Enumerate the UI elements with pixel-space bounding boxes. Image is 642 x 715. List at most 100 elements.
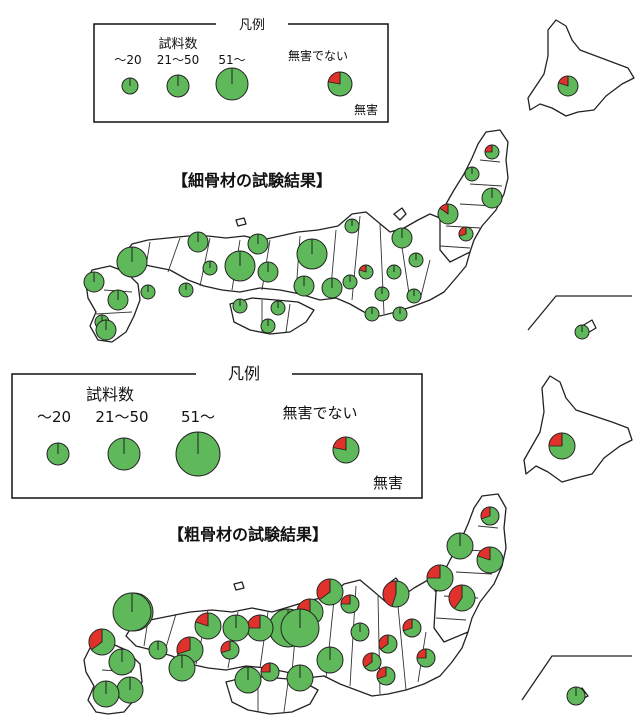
fine-size-class-medium: 21〜50 bbox=[157, 53, 200, 67]
lower-pie-kyushu-3 bbox=[108, 648, 136, 676]
upper-pie-chugoku-3 bbox=[296, 238, 328, 270]
fine-not-harmless-label: 無害でない bbox=[288, 48, 348, 63]
fine-okinawa-inset-frame bbox=[527, 295, 632, 331]
upper-pie-kansai-1 bbox=[321, 277, 343, 299]
coarse-legend-pie-small bbox=[46, 442, 70, 466]
upper-pie-tohoku-4 bbox=[437, 203, 459, 225]
coarse-size-class-small: 〜20 bbox=[37, 408, 71, 426]
fine-legend-pie-large bbox=[215, 67, 249, 101]
lower-pie-tohoku-1 bbox=[480, 506, 500, 526]
fine-size-class-small: 〜20 bbox=[114, 53, 141, 67]
fine-aggregate-panel: 凡例 試料数 〜20 21〜50 51〜 無害でない 無害 【細骨材の試験結果】 bbox=[83, 16, 635, 343]
lower-pie-okinawa bbox=[566, 686, 586, 706]
upper-pie-kanto-4 bbox=[406, 288, 422, 304]
upper-pie-shikoku-3 bbox=[178, 282, 194, 298]
lower-pie-shikoku-2 bbox=[286, 664, 314, 692]
upper-pie-hokkaido bbox=[557, 75, 579, 97]
lower-pie-chubu-1 bbox=[316, 578, 344, 606]
lower-pie-tohoku-3 bbox=[446, 532, 474, 560]
lower-pie-kanto-1-not-harmless-slice bbox=[382, 580, 397, 607]
lower-pie-kanto-3 bbox=[378, 634, 398, 654]
upper-pie-chugoku-5 bbox=[247, 233, 269, 255]
lower-pie-kyushu-4 bbox=[116, 676, 144, 704]
lower-pie-shikoku-1 bbox=[260, 662, 280, 682]
upper-pie-tohoku-5 bbox=[458, 226, 474, 242]
upper-pie-kyushu-1 bbox=[83, 271, 105, 293]
lower-pie-kanto-4 bbox=[416, 648, 436, 668]
lower-pie-chugoku-2 bbox=[194, 612, 222, 640]
lower-pie-tohoku-5-not-harmless-slice bbox=[448, 584, 463, 610]
lower-pie-chubu-1-not-harmless-slice bbox=[316, 578, 331, 601]
upper-pie-chugoku-1 bbox=[224, 250, 256, 282]
coarse-size-class-medium: 21〜50 bbox=[95, 408, 148, 426]
upper-pie-chubu-5 bbox=[364, 306, 380, 322]
lower-pie-kanto-2 bbox=[402, 618, 422, 638]
lower-pie-tohoku-4-not-harmless-slice bbox=[426, 564, 441, 579]
lower-pie-tohoku-4 bbox=[426, 564, 454, 592]
lower-pie-chubu-3 bbox=[340, 594, 360, 614]
lower-pie-kyushu-7 bbox=[168, 654, 196, 682]
fine-hokkaido-shape bbox=[527, 19, 635, 117]
upper-pie-shikoku-2 bbox=[202, 260, 218, 276]
coarse-aggregate-panel: 凡例 試料数 〜20 21〜50 51〜 無害でない 無害 【粗骨材の試験結果】 bbox=[11, 364, 633, 715]
fine-legend-pie-small bbox=[121, 77, 139, 95]
upper-pie-tohoku-2 bbox=[481, 187, 503, 209]
lower-pie-chugoku-3 bbox=[280, 608, 320, 648]
fine-harmless-label: 無害 bbox=[354, 102, 378, 117]
lower-pie-tohoku-2 bbox=[476, 546, 504, 574]
lower-pie-kyushu-5 bbox=[92, 680, 120, 708]
coarse-legend-frame bbox=[11, 373, 423, 499]
upper-pie-chubu-1 bbox=[344, 218, 360, 234]
fine-legend-pie-medium bbox=[166, 74, 190, 98]
upper-pie-kansai-3 bbox=[270, 300, 286, 316]
lower-pie-kanto-1 bbox=[382, 580, 410, 608]
upper-pie-kyushu-2 bbox=[116, 246, 148, 278]
fine-size-class-large: 51〜 bbox=[218, 53, 245, 67]
upper-pie-chubu-3 bbox=[374, 286, 390, 302]
lower-pie-kansai-3 bbox=[246, 614, 274, 642]
upper-pie-chugoku-4 bbox=[187, 231, 209, 253]
lower-pie-shikoku-3 bbox=[234, 666, 262, 694]
lower-pie-kansai-4 bbox=[220, 640, 240, 660]
fine-shikoku-shape bbox=[229, 297, 315, 335]
fine-legend-pie-example bbox=[327, 71, 353, 97]
upper-pie-kanto-3 bbox=[386, 264, 402, 280]
lower-pie-kyushu-6 bbox=[148, 640, 168, 660]
coarse-legend: 凡例 試料数 〜20 21〜50 51〜 無害でない 無害 bbox=[11, 364, 423, 499]
lower-pie-kyushu-1-not-harmless-slice bbox=[88, 628, 103, 651]
coarse-legend-pie-large bbox=[175, 431, 221, 477]
upper-pie-kanto-1 bbox=[391, 227, 413, 249]
upper-pie-okinawa bbox=[574, 324, 590, 340]
upper-pie-kanto-2 bbox=[408, 252, 424, 268]
fine-legend-title: 凡例 bbox=[239, 18, 265, 33]
lower-pie-tohoku-5 bbox=[448, 584, 476, 612]
coarse-sample-count-label: 試料数 bbox=[86, 385, 134, 404]
upper-pie-kyushu-6 bbox=[140, 284, 156, 300]
lower-pie-chubu-4 bbox=[350, 622, 370, 642]
lower-pie-kansai-1 bbox=[316, 646, 344, 674]
upper-pie-tohoku-3 bbox=[464, 166, 480, 182]
fine-pie-layer bbox=[83, 75, 590, 341]
coarse-okinawa-inset-frame bbox=[521, 655, 632, 701]
upper-pie-kansai-4 bbox=[260, 318, 276, 334]
upper-pie-kansai-2 bbox=[293, 275, 315, 297]
upper-pie-tohoku-1 bbox=[484, 144, 500, 160]
upper-pie-kyushu-3 bbox=[107, 289, 129, 311]
coarse-map-title: 【粗骨材の試験結果】 bbox=[168, 525, 328, 544]
fine-legend-title-bg bbox=[216, 16, 288, 32]
coarse-legend-title-bg bbox=[196, 364, 292, 384]
lower-pie-hokkaido bbox=[548, 432, 576, 460]
upper-pie-kanto-5 bbox=[392, 306, 408, 322]
coarse-hokkaido-shape bbox=[523, 375, 633, 483]
lower-pie-kanto-5 bbox=[376, 666, 396, 686]
fine-oki-shape bbox=[235, 217, 247, 227]
lower-pie-kyushu-1 bbox=[88, 628, 116, 656]
fine-sample-count-label: 試料数 bbox=[158, 36, 197, 52]
upper-pie-chubu-2 bbox=[358, 264, 374, 280]
lower-pie-chubu-5 bbox=[362, 652, 382, 672]
coarse-legend-pie-example bbox=[332, 436, 360, 464]
upper-pie-shikoku-1 bbox=[232, 298, 248, 314]
coarse-harmless-label: 無害 bbox=[373, 474, 403, 492]
